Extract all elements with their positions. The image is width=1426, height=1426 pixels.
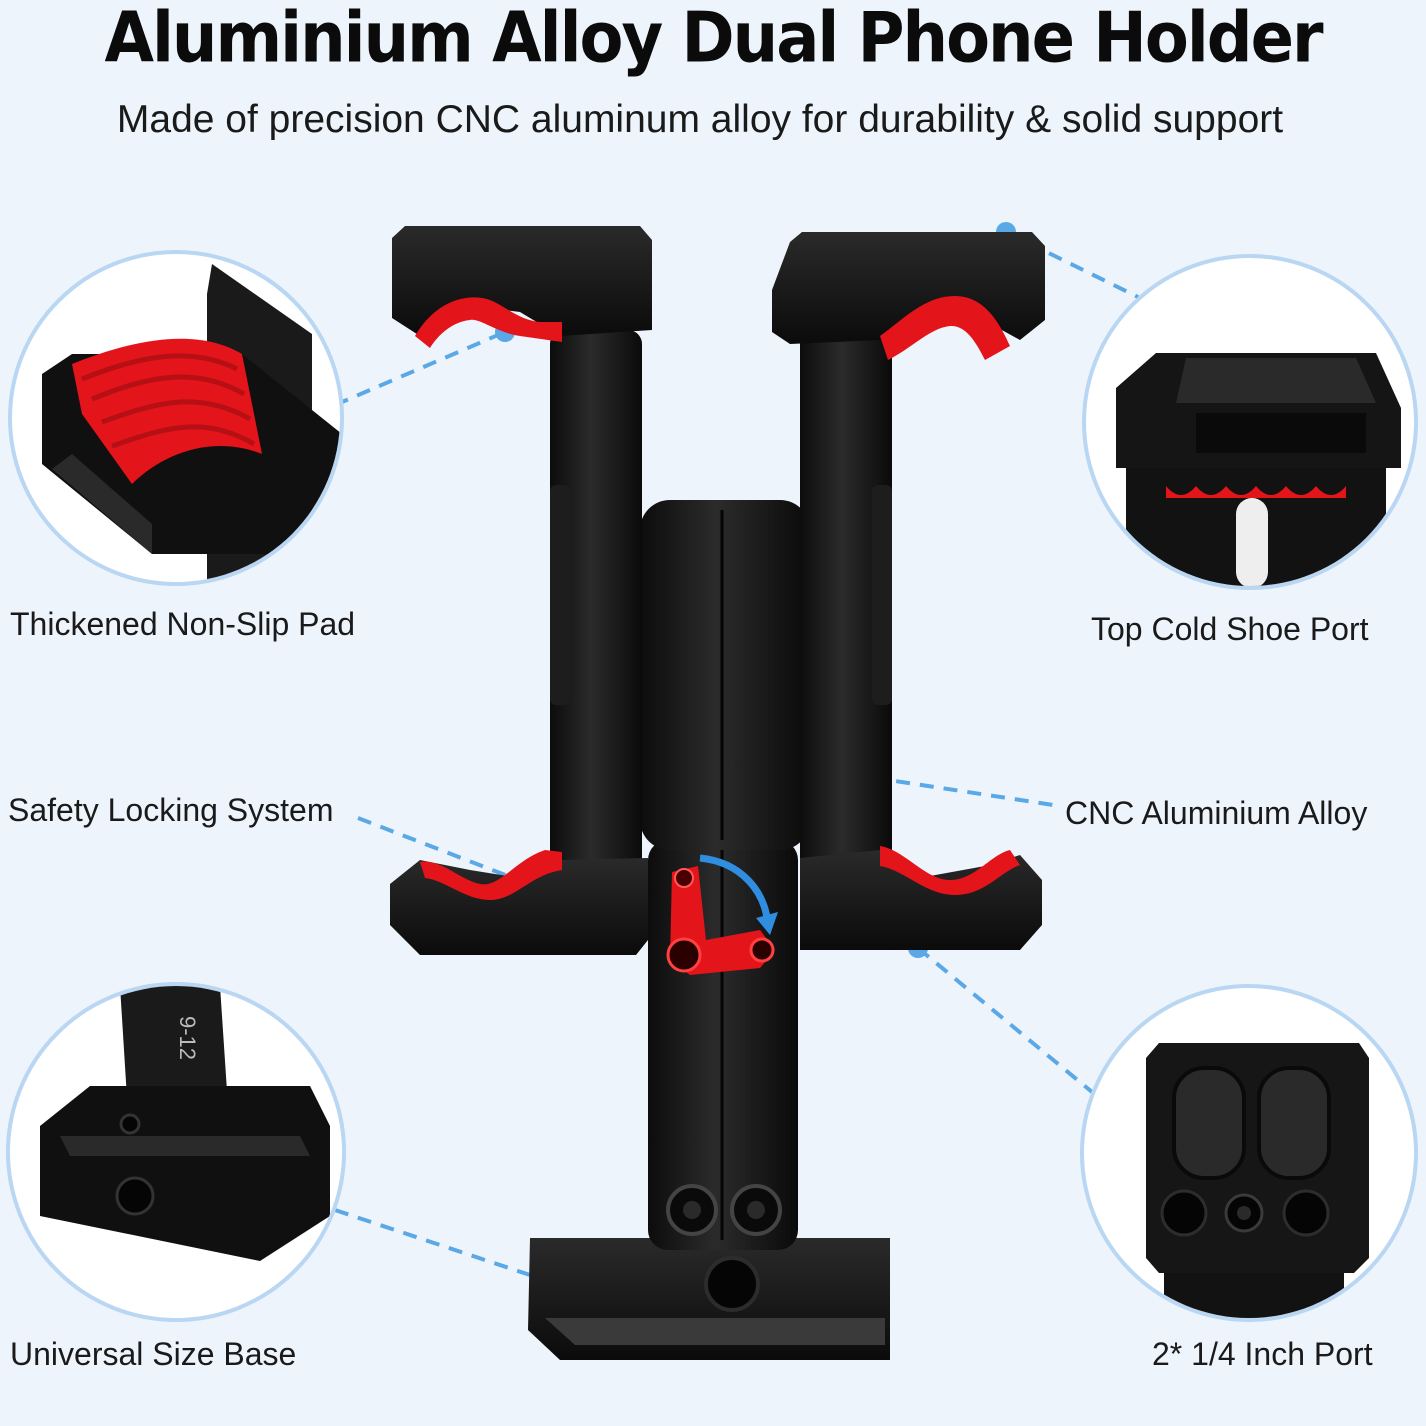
- label-cold-shoe-port: Top Cold Shoe Port: [1091, 611, 1369, 647]
- base-plate: [528, 1238, 890, 1360]
- pad-detail-circle: [8, 250, 344, 586]
- port-detail-circle: [1080, 984, 1418, 1322]
- connector-base: [334, 1208, 561, 1287]
- port-detail-image: [1146, 1043, 1369, 1318]
- cold-shoe-detail-circle: [1082, 254, 1418, 590]
- center-column: [648, 840, 798, 1250]
- cold-shoe-detail-image: [1116, 353, 1401, 586]
- label-non-slip-pad: Thickened Non-Slip Pad: [10, 606, 356, 642]
- page-title: Aluminium Alloy Dual Phone Holder: [104, 0, 1323, 79]
- label-safety-locking: Safety Locking System: [8, 792, 334, 828]
- page-subtitle: Made of precision CNC aluminum alloy for…: [116, 98, 1284, 141]
- locking-lever: [666, 854, 778, 975]
- left-clamp-arm: [390, 226, 652, 955]
- connector-pad: [334, 330, 506, 407]
- connector-port: [916, 946, 1094, 1094]
- label-universal-base: Universal Size Base: [10, 1336, 297, 1372]
- pad-detail-image: [42, 264, 340, 582]
- right-clamp-arm: [772, 232, 1045, 950]
- svg-text:9-12: 9-12: [175, 1016, 200, 1060]
- base-detail-image: 9-12: [40, 986, 330, 1261]
- label-quarter-inch-port: 2* 1/4 Inch Port: [1152, 1336, 1373, 1372]
- base-detail-circle: 9-12: [6, 982, 346, 1322]
- label-cnc-alloy: CNC Aluminium Alloy: [1065, 795, 1368, 831]
- hinge-drum: [640, 500, 810, 850]
